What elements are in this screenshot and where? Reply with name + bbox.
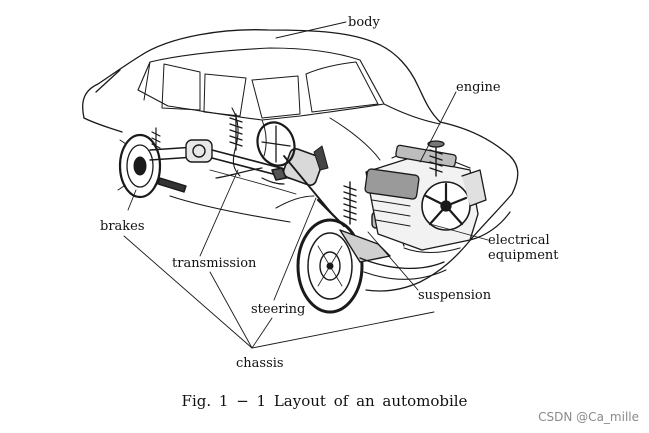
- label-engine: engine: [456, 80, 501, 95]
- label-suspension: suspension: [418, 288, 492, 303]
- leader-lines: [123, 21, 489, 349]
- front-wheel: [296, 218, 364, 314]
- watermark: CSDN @Ca_mille: [538, 410, 639, 424]
- label-transmission: transmission: [172, 256, 257, 271]
- label-chassis: chassis: [236, 356, 284, 371]
- label-steering: steering: [251, 302, 306, 317]
- rear-axle: [149, 113, 263, 193]
- steering-assembly: [256, 121, 346, 228]
- rear-wheel: [117, 133, 162, 199]
- figure-caption: Fig. 1 − 1 Layout of an automobile: [181, 392, 468, 410]
- label-body: body: [348, 15, 380, 30]
- engine-block: [364, 140, 511, 254]
- label-electrical-equipment: electrical equipment: [488, 233, 559, 263]
- label-brakes: brakes: [100, 219, 145, 234]
- drive-shaft: [211, 147, 324, 187]
